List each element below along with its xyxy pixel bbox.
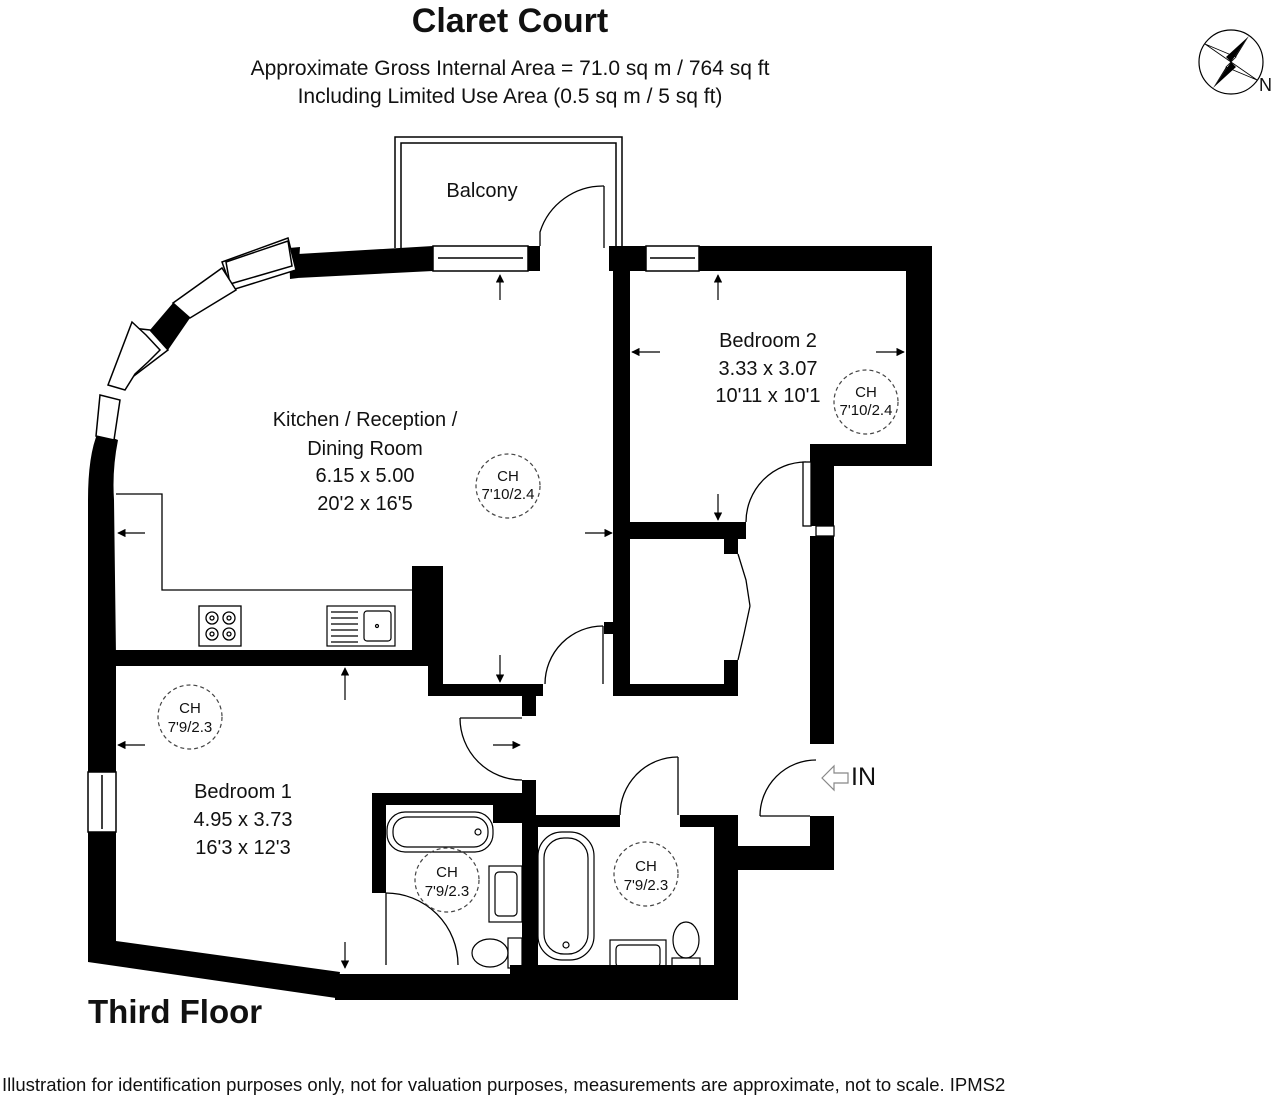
balcony-outline <box>394 136 623 248</box>
bathroom-bath-icon <box>537 831 595 961</box>
bathroom-ch-value: 7'9/2.3 <box>623 877 669 894</box>
door-swings <box>385 185 817 966</box>
bedroom2-metric: 3.33 x 3.07 <box>718 358 818 380</box>
kitchen-name-line1: Kitchen / Reception / <box>272 409 458 431</box>
limited-area-text: Including Limited Use Area (0.5 sq m / 5… <box>297 85 723 108</box>
dimension-arrows <box>117 274 905 969</box>
disclaimer-text: Illustration for identification purposes… <box>2 1074 1006 1095</box>
kitchen-sink-icon <box>326 605 396 647</box>
bathroom-ch-label: CH <box>635 858 657 875</box>
kitchen-ch-value: 7'10/2.4 <box>481 486 535 503</box>
bathroom-toilet-icon <box>671 921 701 969</box>
top-windows <box>432 245 700 272</box>
bedroom1-ch-value: 7'9/2.3 <box>167 719 213 736</box>
ensuite-bath-icon <box>386 811 494 853</box>
compass-icon <box>1198 29 1264 95</box>
hob-icon <box>198 605 242 647</box>
kitchen-metric: 6.15 x 5.00 <box>315 465 415 487</box>
bedroom2-ch-label: CH <box>855 384 877 401</box>
interior-walls <box>88 271 746 975</box>
bedroom1-imperial: 16'3 x 12'3 <box>195 837 291 859</box>
ensuite-basin-icon <box>488 865 523 923</box>
bedroom2-name: Bedroom 2 <box>719 330 817 352</box>
entrance-arrow-icon <box>821 764 849 792</box>
kitchen-counter <box>116 493 412 591</box>
kitchen-ch-label: CH <box>497 468 519 485</box>
kitchen-name-line2: Dining Room <box>307 438 423 460</box>
bedroom2-imperial: 10'11 x 10'1 <box>715 385 821 407</box>
door-jambs <box>802 461 835 537</box>
ensuite-ch-value: 7'9/2.3 <box>424 883 470 900</box>
bedroom1-metric: 4.95 x 3.73 <box>193 809 293 831</box>
ceiling-height-markers <box>157 369 899 913</box>
north-label: N <box>1259 75 1272 95</box>
west-window <box>87 771 117 833</box>
bathroom-basin-icon <box>609 939 667 973</box>
entrance-label: IN <box>851 763 876 791</box>
bedroom1-name: Bedroom 1 <box>194 781 292 803</box>
kitchen-imperial: 20'2 x 16'5 <box>317 493 413 515</box>
balcony-label: Balcony <box>446 180 518 202</box>
bay-windows <box>95 237 297 441</box>
exterior-walls <box>88 246 932 1000</box>
floor-label: Third Floor <box>88 993 263 1030</box>
bedroom1-ch-label: CH <box>179 700 201 717</box>
ensuite-ch-label: CH <box>436 864 458 881</box>
gross-area-text: Approximate Gross Internal Area = 71.0 s… <box>250 57 770 80</box>
bedroom2-ch-value: 7'10/2.4 <box>839 402 893 419</box>
plan-title: Claret Court <box>411 2 609 40</box>
ensuite-toilet-icon <box>471 937 523 969</box>
